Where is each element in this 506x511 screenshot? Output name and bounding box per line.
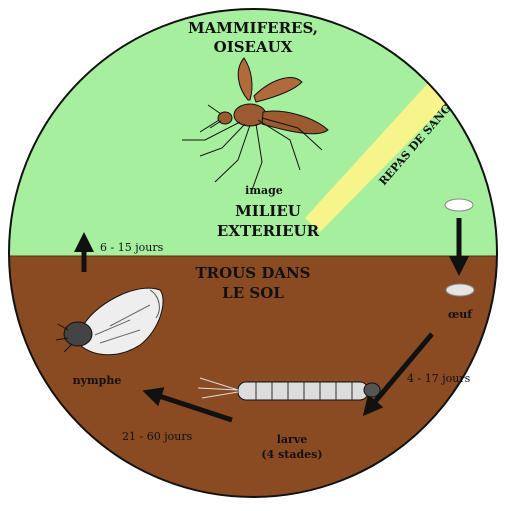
soil-line2: LE SOL bbox=[222, 284, 284, 302]
soil-line1: TROUS DANS bbox=[195, 264, 310, 282]
larva-label-line2: (4 stades) bbox=[261, 448, 322, 461]
egg-label: œuf bbox=[448, 308, 473, 321]
larva-label-line1: larve bbox=[277, 433, 308, 446]
egg-soil-icon bbox=[446, 284, 474, 296]
top-zone-line2: OISEAUX bbox=[214, 38, 293, 56]
egg-to-larva-duration: 4 - 17 jours bbox=[407, 372, 471, 385]
top-zone-line1: MAMMIFERES, bbox=[188, 19, 318, 37]
nymph-to-adult-duration: 6 - 15 jours bbox=[100, 241, 164, 254]
adult-label: image bbox=[245, 184, 283, 197]
larva-to-nymph-duration: 21 - 60 jours bbox=[122, 430, 193, 443]
milieu-line2: EXTERIEUR bbox=[217, 222, 320, 240]
egg-surface-icon bbox=[445, 199, 473, 211]
nymph-label: nymphe bbox=[73, 374, 122, 387]
milieu-line1: MILIEU bbox=[235, 202, 301, 220]
